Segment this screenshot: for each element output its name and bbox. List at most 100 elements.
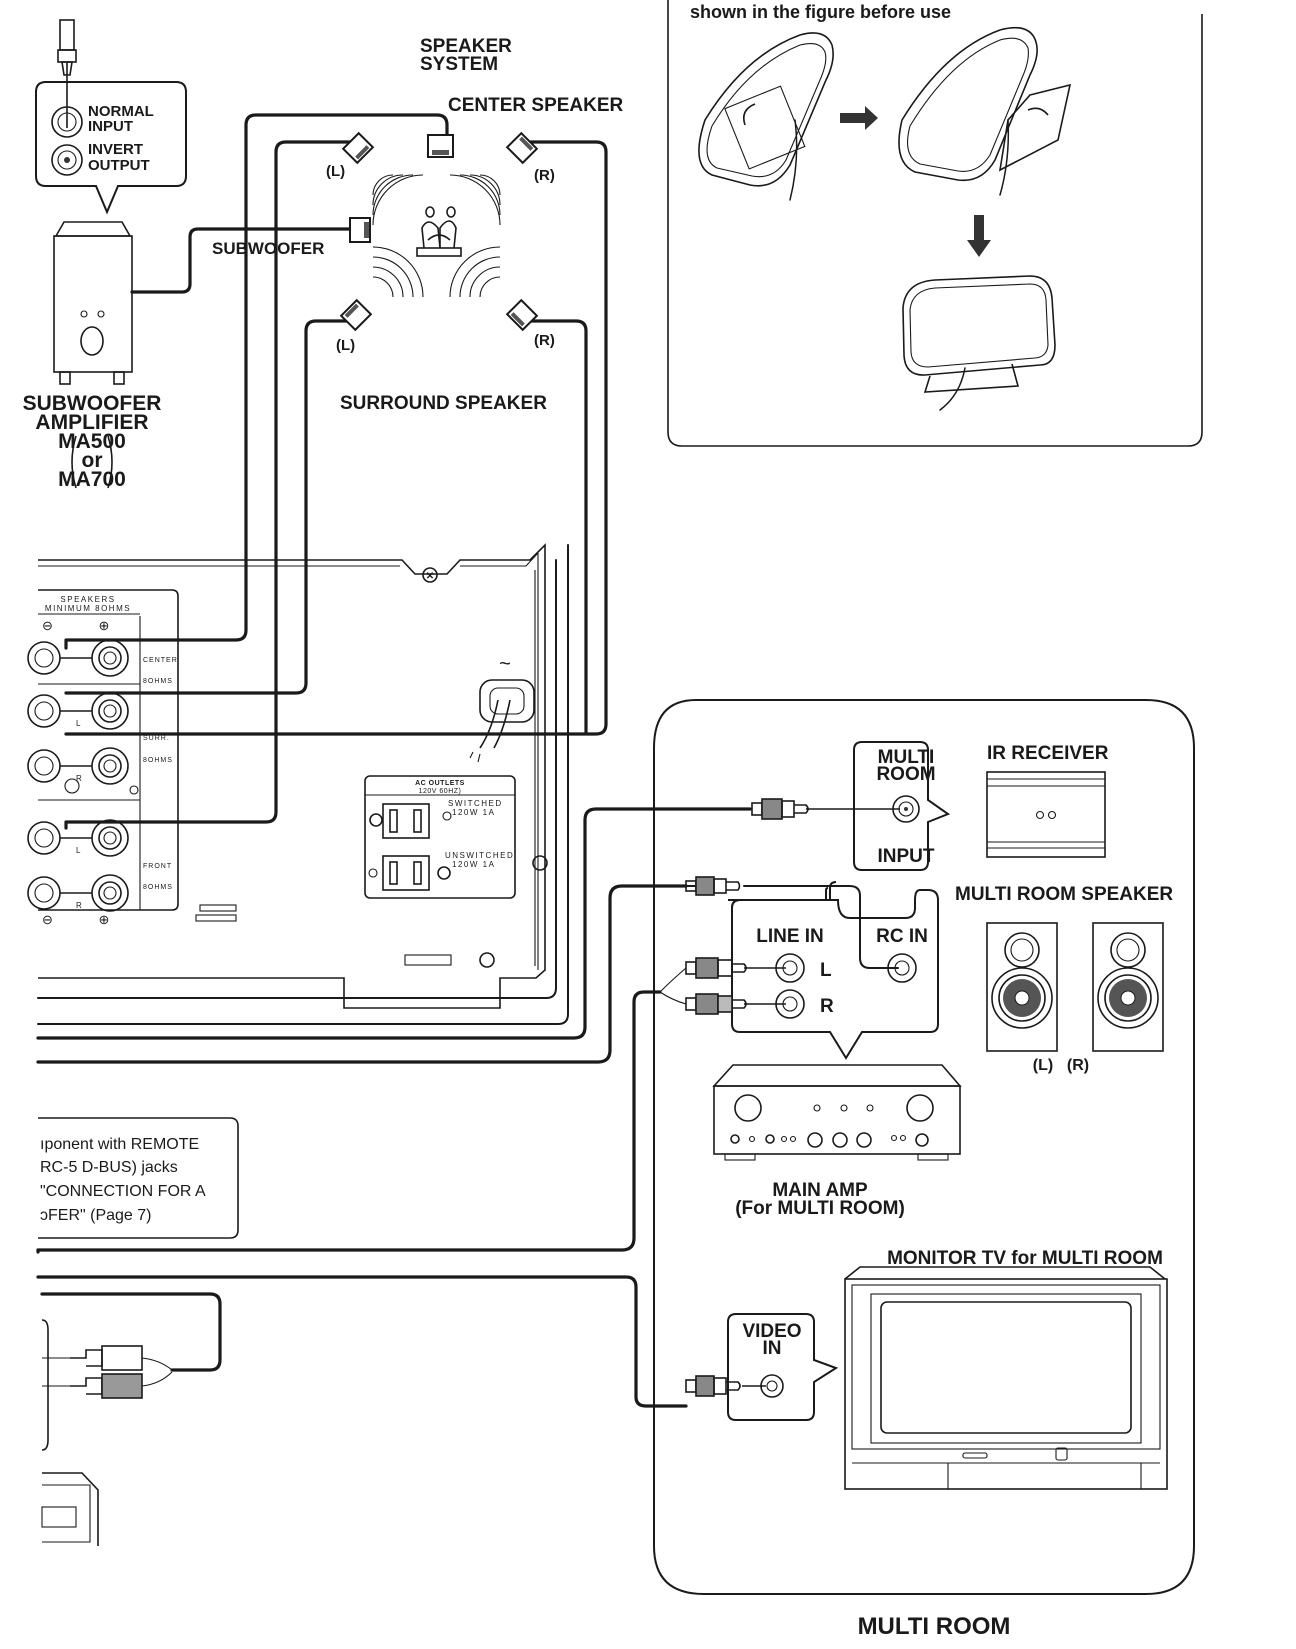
ir-receiver-icon: [986, 771, 1106, 858]
source-component-audio-out: [40, 1292, 222, 1451]
multi-room-speaker-left-icon: [986, 922, 1058, 1052]
surround-left-speaker-icon: [339, 298, 373, 332]
invert-output-jack-icon: [51, 144, 83, 176]
loop-antenna-assembled-icon: [902, 275, 1056, 411]
listener-icon: [416, 206, 462, 257]
loop-antenna-step1-icon: [698, 32, 834, 201]
surround-left-label: (L): [336, 337, 355, 354]
front-right-speaker-icon: [505, 131, 539, 165]
unswitched-spec: 120W 1A: [452, 860, 495, 869]
multi-room-section: MULTI ROOM MULTI ROOM INPUT IR RECEIVER: [653, 699, 1195, 1640]
note-line-4: ɔFER" (Page 7): [40, 1207, 152, 1224]
multi-room-speaker-right-icon: [1092, 922, 1164, 1052]
screw-icon: [422, 567, 438, 583]
front-left-speaker-icon: [341, 131, 375, 165]
monitor-tv-label: MONITOR TV for MULTI ROOM: [887, 1248, 1163, 1269]
front-left-label: (L): [326, 163, 345, 180]
input-label: INPUT: [88, 118, 133, 135]
switched-spec: 120W 1A: [452, 808, 495, 817]
ir-receiver-label: IR RECEIVER: [987, 743, 1109, 764]
main-amp-wire: [36, 990, 662, 1252]
output-label: OUTPUT: [88, 157, 150, 174]
plus-bottom: ⊕: [99, 912, 110, 927]
unswitched-label: UNSWITCHED: [445, 851, 514, 860]
ac-outlets-title: AC OUTLETS: [415, 780, 465, 787]
normal-input-jack-icon: [51, 106, 83, 138]
multi-room-speaker-left-label: (L): [1033, 1057, 1053, 1074]
switched-label: SWITCHED: [448, 799, 503, 808]
video-in-label: VIDEO: [742, 1321, 801, 1342]
speaker-system-title-2: SYSTEM: [420, 54, 498, 75]
multi-room-input-label: INPUT: [878, 846, 935, 867]
surround-right-wire: [528, 319, 588, 735]
subwoofer-speaker-icon: [349, 217, 371, 243]
ac-outlets-spec: 120V 60HZ): [419, 788, 462, 795]
switched-outlet[interactable]: [369, 803, 452, 839]
antenna-assembly-panel: shown in the figure before use: [667, 0, 1203, 447]
speaker-terminal-block: SPEAKERS MINIMUM 8OHMS ⊖ ⊕ ⊖ ⊕: [27, 589, 179, 927]
surround-right-label: (R): [534, 332, 555, 349]
subwoofer-model-or: or: [82, 449, 103, 472]
terminal-label-center-ohms: 8OHMS: [143, 678, 173, 685]
rca-plug-icon: [751, 798, 900, 820]
sound-waves: [372, 174, 501, 298]
front-left-terminal[interactable]: [27, 819, 129, 857]
video-in-label-2: IN: [763, 1338, 782, 1359]
surround-left-terminal[interactable]: [27, 692, 129, 730]
source-component-icon: [41, 1472, 99, 1546]
arrow-right-icon: [840, 106, 878, 130]
rca-dual-plug-icon: [70, 1345, 173, 1399]
ac-outlets-panel: AC OUTLETS 120V 60HZ) SWITCHED 120W 1A U…: [364, 775, 516, 899]
center-speaker-wire: [64, 113, 449, 650]
subwoofer-input-callout: NORMAL INPUT INVERT OUTPUT: [35, 19, 187, 215]
plus-top: ⊕: [99, 618, 110, 633]
front-right-wire: [64, 140, 608, 736]
surround-speaker-label: SURROUND SPEAKER: [340, 393, 547, 414]
center-terminal[interactable]: [27, 639, 129, 677]
channel-mark-l: L: [76, 846, 81, 855]
top-cut-caption: shown in the figure before use: [690, 2, 951, 22]
subwoofer-amp-label: SUBWOOFER: [23, 392, 162, 415]
monitor-tv-icon: [844, 1266, 1168, 1490]
front-right-label: (R): [534, 167, 555, 184]
terminal-label-surr-ohms: 8OHMS: [143, 757, 173, 764]
line-in-label: LINE IN: [756, 926, 824, 947]
screw-icon: [532, 855, 548, 871]
channel-mark-r: R: [76, 901, 82, 910]
receiver-outer-wire-2: [37, 544, 569, 1025]
main-amp-label: MAIN AMP: [772, 1180, 868, 1201]
front-right-terminal[interactable]: [27, 874, 129, 912]
surround-left-wire: [64, 319, 354, 695]
rca-dual-plug-icon: [659, 957, 786, 1015]
center-speaker-label: CENTER SPEAKER: [448, 95, 624, 116]
minus-top: ⊖: [42, 618, 53, 633]
main-amp-sublabel: (For MULTI ROOM): [735, 1198, 905, 1219]
subwoofer-label: SUBWOOFER: [212, 239, 324, 258]
power-cord-icon: [469, 679, 535, 763]
note-line-1: ıponent with REMOTE: [40, 1136, 199, 1153]
terminal-label-center: CENTER: [143, 657, 178, 664]
terminal-label-surr: SURR.: [143, 735, 170, 742]
surround-right-speaker-icon: [505, 298, 539, 332]
surround-right-terminal[interactable]: [27, 747, 129, 785]
line-out-wire: [36, 884, 688, 1064]
receiver-back-panel: ✕ ~: [38, 543, 548, 1009]
channel-mark-r: R: [76, 774, 82, 783]
note-line-2: RC-5 D-BUS) jacks: [40, 1159, 178, 1176]
unswitched-outlet[interactable]: [368, 855, 451, 891]
invert-label: INVERT: [88, 141, 143, 158]
screw-glyph: ✕: [426, 571, 434, 582]
minus-bottom: ⊖: [42, 912, 53, 927]
center-speaker-icon: [427, 134, 454, 158]
multi-room-title: MULTI ROOM: [858, 1613, 1011, 1640]
multi-room-jack-label-2: ROOM: [876, 764, 935, 785]
front-left-wire: [64, 140, 357, 830]
rca-plug-icon: [685, 876, 741, 896]
arrow-down-icon: [967, 215, 991, 257]
multi-room-speaker-right-label: (R): [1067, 1057, 1089, 1074]
video-out-wire: [36, 1275, 688, 1408]
subwoofer-model-1: MA500: [58, 430, 126, 453]
multi-room-output-wire: [36, 807, 752, 1040]
receiver-outer-wire-1: [37, 559, 557, 999]
